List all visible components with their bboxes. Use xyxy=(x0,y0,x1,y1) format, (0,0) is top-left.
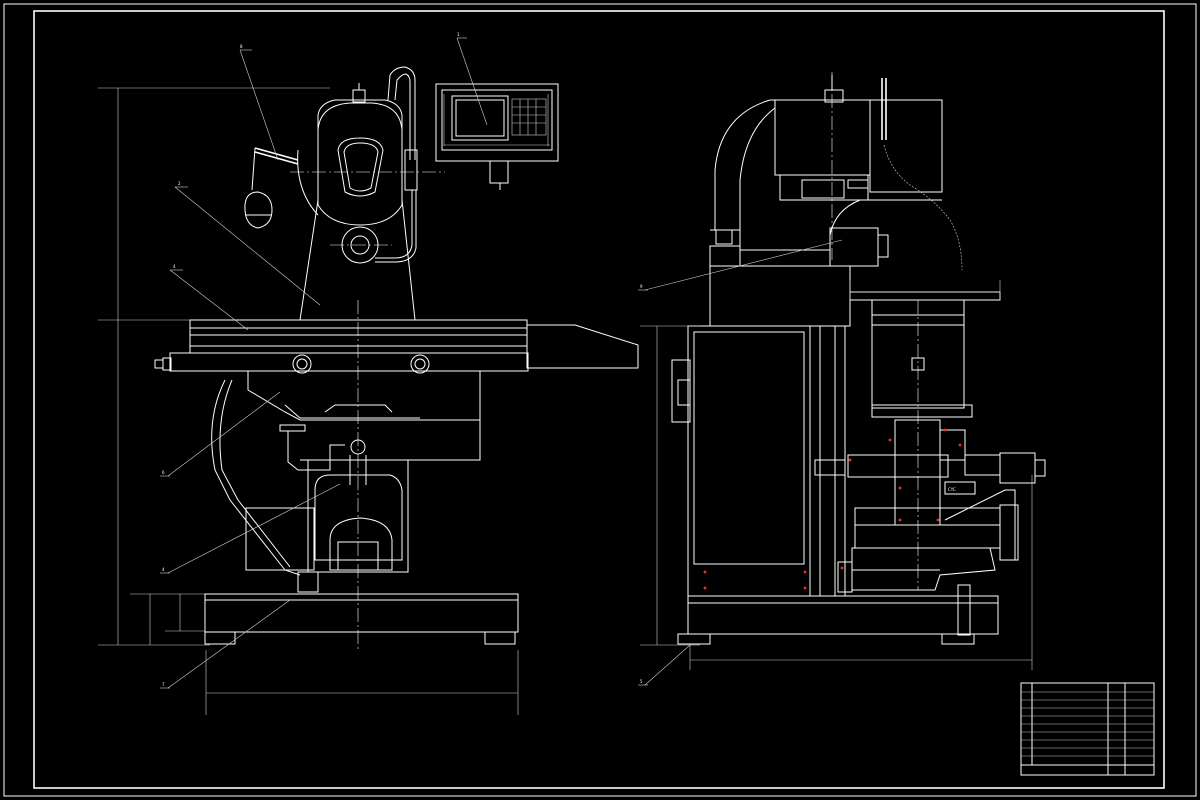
balloon-label: 2 xyxy=(178,181,181,186)
balloon-label: 4 xyxy=(173,264,176,269)
balloon-label: 9 xyxy=(640,284,643,289)
outer-border xyxy=(3,3,1197,797)
side-view: CYC xyxy=(638,72,1046,686)
balloon-label: 4 xyxy=(162,567,165,572)
balloon-label: 7 xyxy=(162,682,165,687)
balloon-label: 6 xyxy=(162,470,165,475)
balloon-label: 1 xyxy=(457,32,460,37)
balloon-label: 5 xyxy=(640,679,643,684)
title-block xyxy=(1020,682,1155,776)
badge-text: CYC xyxy=(948,487,956,492)
inner-border xyxy=(33,10,1165,789)
front-view xyxy=(98,37,639,715)
balloon-label: 8 xyxy=(240,44,243,49)
